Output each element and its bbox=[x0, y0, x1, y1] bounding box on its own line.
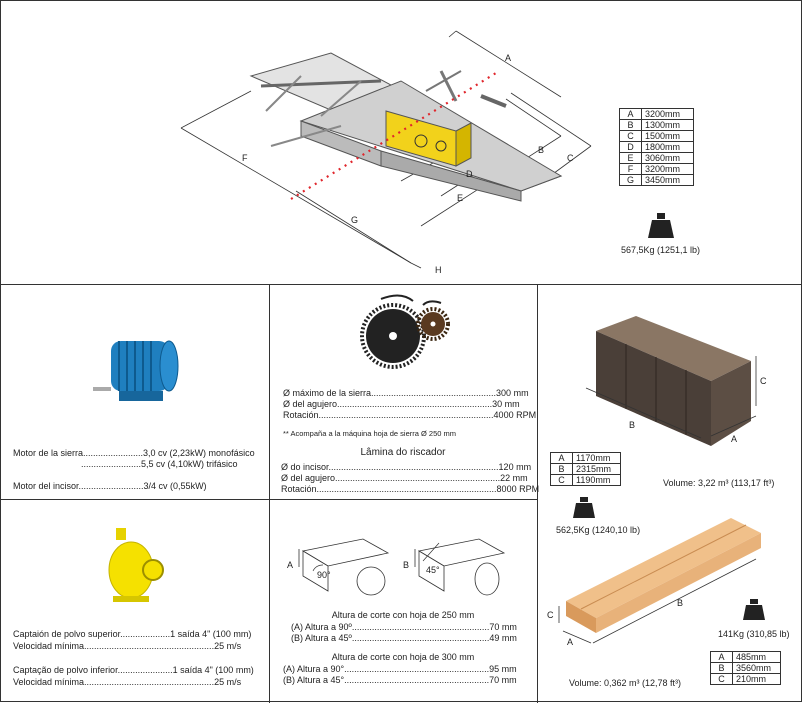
cut-90-diagram: A 90° bbox=[287, 538, 390, 596]
cut-line-2: (B) Altura a 45º........................… bbox=[291, 633, 517, 643]
machine-drawing: A B C D E F G H bbox=[180, 30, 592, 275]
cut-label-b: B bbox=[403, 560, 409, 570]
divider bbox=[269, 284, 270, 703]
motor-line-3: Motor del incisor.......................… bbox=[13, 481, 207, 491]
divider bbox=[1, 284, 802, 285]
dim-letter-h: H bbox=[435, 265, 442, 275]
cut-line-4: (B) Altura a 45°........................… bbox=[283, 675, 517, 685]
crate-large-dims: A B C bbox=[585, 356, 767, 444]
crate-long-image bbox=[566, 518, 761, 633]
machine-weight: 567,5Kg (1251,1 lb) bbox=[621, 245, 701, 255]
weight-icon bbox=[573, 497, 595, 518]
crate-large-letter-a: A bbox=[731, 434, 737, 444]
saw-blade-image bbox=[360, 294, 450, 369]
dust-line-3: Captação de polvo inferior..............… bbox=[13, 665, 254, 675]
crate-large-weight: 562,5Kg (1240,10 lb) bbox=[556, 525, 641, 535]
dim-letter-a: A bbox=[505, 53, 511, 63]
cut-title-250: Altura de corte con hoja de 250 mm bbox=[331, 610, 475, 620]
dim-letter-b: B bbox=[538, 145, 544, 155]
dust-pump-image bbox=[108, 528, 164, 602]
cut-angle-45: 45° bbox=[426, 565, 440, 575]
crate-long-weight: 141Kg (310,85 lb) bbox=[718, 629, 790, 639]
crate-long-volume: Volume: 0,362 m³ (12,78 ft³) bbox=[569, 678, 682, 688]
weight-icon bbox=[648, 213, 674, 238]
crate-long-letter-a: A bbox=[567, 637, 573, 647]
dust-line-1: Captaión de polvo superior..............… bbox=[13, 629, 252, 639]
cut-45-diagram: B 45° bbox=[403, 538, 506, 596]
saw-note: ** Acompaña a la máquina hoja de sierra … bbox=[283, 429, 457, 438]
motor-line-1: Motor de la sierra......................… bbox=[13, 448, 255, 458]
dust-line-2: Velocidad mínima........................… bbox=[13, 641, 242, 651]
motor-line-2: ........................5,5 cv (4,10kW) … bbox=[81, 459, 238, 469]
dust-line-4: Velocidad mínima........................… bbox=[13, 677, 242, 687]
crate-large-letter-b: B bbox=[629, 420, 635, 430]
saw-line-5: Ø del agujero...........................… bbox=[281, 473, 528, 483]
dim-letter-c: C bbox=[567, 153, 574, 163]
cut-label-a: A bbox=[287, 560, 293, 570]
crate-long-dims: A B C bbox=[547, 558, 757, 647]
crate-large-image bbox=[596, 316, 751, 446]
dim-letter-d: D bbox=[466, 169, 473, 179]
divider bbox=[537, 284, 538, 703]
cut-title-300: Altura de corte con hoja de 300 mm bbox=[331, 652, 475, 662]
dim-letter-g: G bbox=[351, 215, 358, 225]
crate-large-letter-c: C bbox=[760, 376, 767, 386]
saw-line-6: Rotación................................… bbox=[281, 484, 540, 494]
saw-line-4: Ø do incisor............................… bbox=[281, 462, 532, 472]
dim-letter-f: F bbox=[242, 153, 248, 163]
dim-letter-e: E bbox=[457, 193, 463, 203]
saw-line-1: Ø máximo de la sierra...................… bbox=[283, 388, 529, 398]
motor-image bbox=[93, 340, 179, 401]
crate-large-volume: Volume: 3,22 m³ (113,17 ft³) bbox=[663, 478, 775, 488]
crate-long-letter-b: B bbox=[677, 598, 683, 608]
cut-line-3: (A) Altura a 90°........................… bbox=[283, 664, 517, 674]
saw-line-3: Rotación................................… bbox=[283, 410, 537, 420]
weight-icon bbox=[743, 599, 765, 620]
scorer-title: Lâmina do riscador bbox=[360, 447, 446, 458]
saw-line-2: Ø del agujero...........................… bbox=[283, 399, 520, 409]
cut-line-1: (A) Altura a 90º........................… bbox=[291, 622, 517, 632]
cut-angle-90: 90° bbox=[317, 570, 331, 580]
crate-long-letter-c: C bbox=[547, 610, 554, 620]
